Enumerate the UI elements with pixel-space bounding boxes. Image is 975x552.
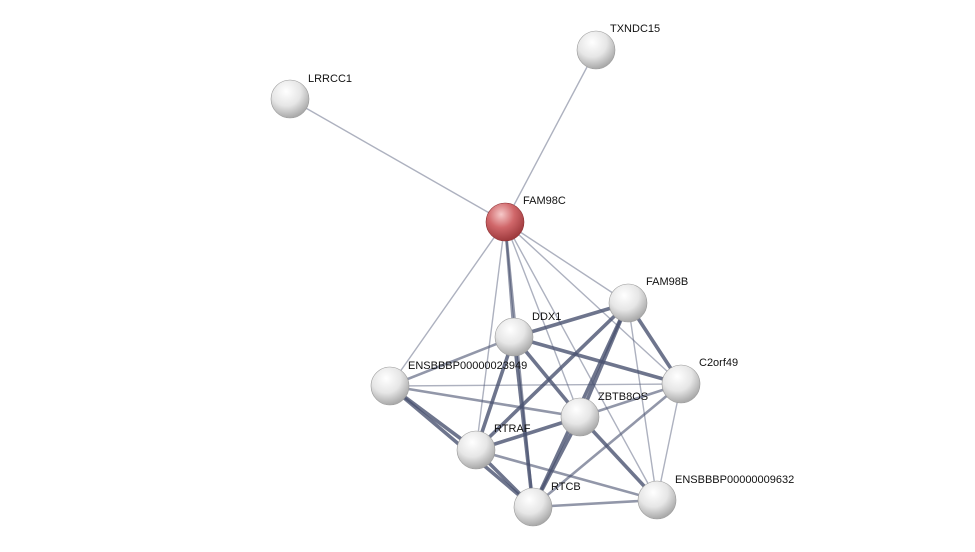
node-zbtb8os[interactable]: ZBTB8OS — [560, 391, 648, 437]
node-txndc15[interactable]: TXNDC15 — [576, 23, 660, 70]
node-rtraf[interactable]: RTRAF — [456, 423, 531, 470]
edge-ddx1-ens23949[interactable] — [389, 335, 515, 388]
node-bubble[interactable] — [560, 397, 600, 437]
node-bubble[interactable] — [456, 430, 496, 470]
node-ens23949[interactable]: ENSBBBP00000023949 — [370, 360, 527, 406]
node-fam98c[interactable]: FAM98C — [485, 195, 566, 242]
node-c2orf49[interactable]: C2orf49 — [661, 357, 738, 404]
node-bubble[interactable] — [270, 79, 310, 119]
edge-fam98c-ens23949[interactable] — [389, 221, 506, 387]
edge-rtraf-ens9632[interactable] — [475, 448, 658, 502]
edge-fam98c-c2orf49[interactable] — [504, 221, 682, 385]
node-lrrcc1[interactable]: LRRCC1 — [270, 73, 352, 119]
node-ddx1[interactable]: DDX1 — [494, 311, 561, 357]
node-bubble[interactable] — [370, 366, 410, 406]
node-label: DDX1 — [532, 311, 561, 323]
edge-fam98c-zbtb8os[interactable] — [504, 221, 581, 418]
edge-fam98b-ens9632[interactable] — [627, 302, 658, 501]
edge-rtcb-ens9632[interactable] — [532, 498, 658, 509]
edge-fam98c-lrrcc1[interactable] — [289, 98, 506, 223]
node-label: ENSBBBP00000023949 — [408, 360, 527, 372]
node-bubble[interactable] — [494, 317, 534, 357]
edge-ddx1-c2orf49[interactable] — [513, 335, 682, 386]
edge-fam98b-rtraf[interactable] — [474, 301, 630, 452]
node-label: C2orf49 — [699, 357, 738, 369]
edge-ddx1-rtraf[interactable] — [474, 336, 516, 451]
node-bubble[interactable] — [485, 202, 525, 242]
edge-fam98c-ens9632[interactable] — [504, 221, 658, 501]
node-bubble[interactable] — [608, 283, 648, 323]
node-bubble[interactable] — [576, 30, 616, 70]
node-label: TXNDC15 — [610, 23, 660, 35]
edge-ddx1-fam98b[interactable] — [513, 301, 629, 339]
node-label: RTCB — [551, 481, 581, 493]
edge-fam98c-rtraf[interactable] — [475, 221, 506, 451]
node-label: LRRCC1 — [308, 73, 352, 85]
node-label: FAM98B — [646, 276, 688, 288]
node-label: RTRAF — [494, 423, 531, 435]
edge-fam98c-txndc15[interactable] — [504, 49, 597, 223]
edge-ens23949-zbtb8os[interactable] — [389, 384, 581, 419]
edge-c2orf49-ens9632[interactable] — [656, 383, 682, 501]
node-label: ENSBBBP00000009632 — [675, 474, 794, 486]
node-ens9632[interactable]: ENSBBBP00000009632 — [637, 474, 794, 520]
node-rtcb[interactable]: RTCB — [513, 481, 581, 527]
node-label: ZBTB8OS — [598, 391, 648, 403]
edge-fam98c-fam98b[interactable] — [504, 221, 629, 304]
node-bubble[interactable] — [637, 480, 677, 520]
node-label: FAM98C — [523, 195, 566, 207]
node-bubble[interactable] — [513, 487, 553, 527]
edge-ddx1-rtcb[interactable] — [512, 336, 535, 508]
node-fam98b[interactable]: FAM98B — [608, 276, 688, 323]
node-bubble[interactable] — [661, 364, 701, 404]
edge-c2orf49-ens23949[interactable] — [389, 383, 682, 387]
